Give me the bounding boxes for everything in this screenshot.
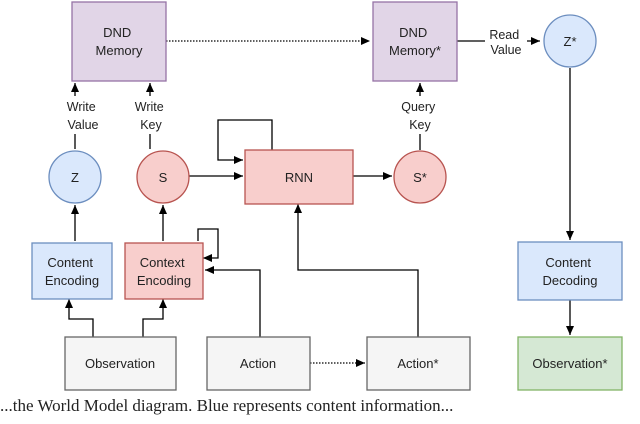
edge-observation-to-content-encoding (65, 299, 94, 337)
edge-context-self-loop (197, 228, 219, 262)
observation-label: Observation (85, 356, 155, 371)
action-star-box (366, 336, 471, 391)
s-star-label: S* (413, 170, 427, 185)
action-label: Action (240, 356, 276, 371)
dnd-memory-star-label: DND Memory* (389, 25, 441, 58)
content-decoding-box (517, 241, 623, 301)
s-star-node (393, 150, 447, 204)
observation-star-label: Observation* (532, 356, 607, 371)
write-value-label: Write Value (67, 100, 99, 132)
s-label: S (159, 170, 168, 185)
s-node (136, 150, 190, 204)
write-key-label: Write Key (135, 100, 167, 132)
z-star-label: Z* (564, 34, 577, 49)
content-decoding-label: Content Decoding (543, 255, 598, 288)
content-encoding-label: Content Encoding (45, 255, 99, 288)
z-node (48, 150, 102, 204)
figure-caption: ...the World Model diagram. Blue represe… (0, 396, 454, 415)
edge-observation-to-context-encoding (142, 299, 167, 337)
dnd-memory-label: DND Memory (96, 25, 143, 58)
action-star-label: Action* (397, 356, 438, 371)
rnn-label: RNN (285, 170, 313, 185)
dnd-memory-star-box (372, 1, 458, 82)
edge-label-backgrounds (62, 27, 527, 134)
observation-star-box (517, 336, 623, 391)
edge-rnn-self-loop (217, 119, 273, 164)
query-key-label: Query Key (401, 100, 439, 132)
read-value-label: Read Value (489, 28, 522, 57)
edge-action-to-context-encoding (205, 266, 261, 337)
context-encoding-box (124, 242, 204, 300)
dnd-memory-box (71, 1, 167, 82)
z-star-node (543, 14, 597, 68)
z-label: Z (71, 170, 79, 185)
edges (65, 37, 574, 367)
observation-box (64, 336, 177, 391)
context-encoding-label: Context Encoding (137, 255, 191, 288)
edge-action-star-to-rnn (294, 204, 419, 337)
world-model-diagram: DND Memory DND Memory* Z* Z S RNN S* Con… (31, 1, 623, 391)
rnn-box (244, 149, 354, 205)
content-encoding-box (31, 242, 113, 300)
action-box (206, 336, 311, 391)
